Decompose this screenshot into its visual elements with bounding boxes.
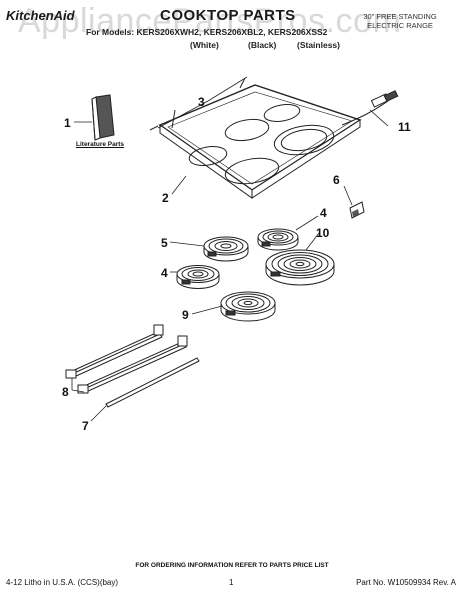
element-10-icon: [265, 249, 335, 286]
cooktop-glass-icon: [149, 77, 362, 199]
trim-strip-icon: [105, 357, 200, 408]
clip-icon: [349, 201, 365, 219]
ordering-note: FOR ORDERING INFORMATION REFER TO PARTS …: [135, 562, 329, 569]
finish-white: (White): [190, 40, 219, 50]
callout-4-lower: 4: [161, 266, 168, 280]
callout-2: 2: [162, 191, 169, 205]
finish-stainless: (Stainless): [297, 40, 340, 50]
range-type: 30" FREE STANDING ELECTRIC RANGE: [363, 12, 437, 30]
element-5-icon: [203, 236, 249, 262]
literature-parts-label: Literature Parts: [76, 141, 125, 148]
bracket-lower-icon: [77, 335, 188, 394]
part-number: Part No. W10509934 Rev. A: [356, 578, 456, 587]
wire-harness-icon: [341, 90, 399, 126]
callout-4-upper: 4: [320, 206, 327, 220]
brand-logo: KitchenAid: [6, 8, 75, 23]
element-4-lower-icon: [176, 265, 220, 289]
page-title: COOKTOP PARTS: [160, 7, 296, 24]
literature-booklet-icon: [91, 94, 115, 141]
callout-6: 6: [333, 173, 340, 187]
callout-3: 3: [198, 95, 205, 109]
element-9-icon: [220, 291, 276, 322]
callout-8: 8: [62, 385, 69, 399]
page-number: 1: [229, 578, 234, 587]
element-4-upper-icon: [257, 228, 299, 251]
callout-5: 5: [161, 236, 168, 250]
bracket-upper-icon: [65, 324, 164, 379]
callout-10: 10: [316, 226, 330, 240]
callout-11: 11: [398, 120, 411, 134]
callout-7: 7: [82, 419, 89, 433]
print-info: 4-12 Litho in U.S.A. (CCS)(bay): [6, 578, 119, 587]
callout-1: 1: [64, 116, 71, 130]
watermark: AppliancePartsPros.com: [18, 2, 402, 40]
models-line: For Models: KERS206XWH2, KERS206XBL2, KE…: [86, 27, 328, 37]
leader-lines: [71, 76, 389, 422]
finish-black: (Black): [248, 40, 277, 50]
callout-9: 9: [182, 308, 189, 322]
